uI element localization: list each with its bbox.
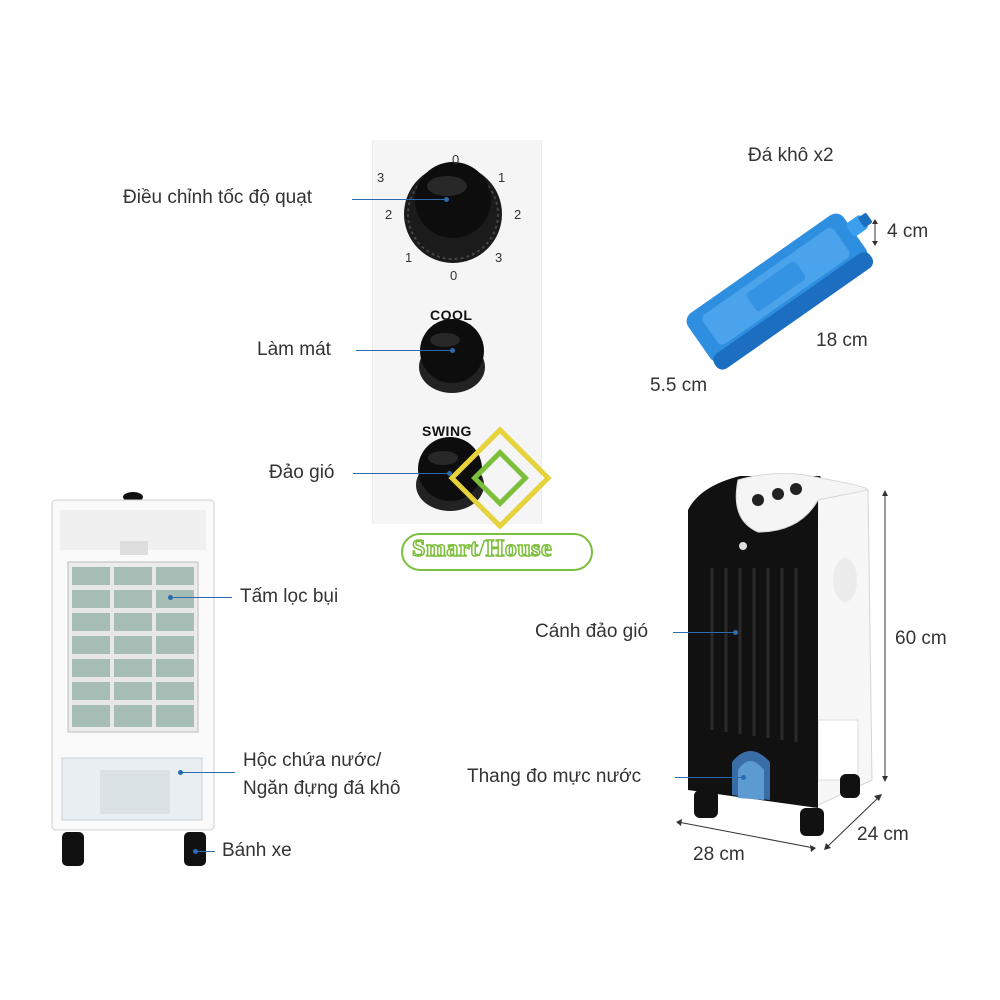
watermark-text-left: Smart: [411, 535, 479, 563]
cooling-line: [356, 350, 452, 351]
water-tank-label-1: Hộc chứa nước/: [243, 750, 382, 771]
water-tank-label-2: Ngăn đựng đá khô: [243, 778, 401, 799]
dial-number-left-1: 1: [405, 250, 413, 265]
water-gauge-label: Thang đo mực nước: [467, 766, 642, 787]
unit-height: 60 cm: [895, 628, 947, 649]
unit-width: 28 cm: [693, 844, 745, 865]
water-gauge-dot: [741, 775, 746, 780]
swing-knob[interactable]: [416, 437, 484, 511]
dial-number-right-2: 2: [514, 207, 522, 222]
dust-filter-line: [170, 597, 232, 598]
ice-pack-height: 4 cm: [887, 221, 929, 242]
swing-callout-label: Đảo gió: [269, 462, 335, 483]
ice-pack-length: 18 cm: [816, 330, 868, 351]
dial-number-top: 0: [452, 152, 460, 167]
water-tank-dot: [178, 770, 183, 775]
cooling-label: Làm mát: [257, 339, 331, 360]
swing-line: [353, 473, 449, 474]
cooling-dot: [450, 348, 455, 353]
dial-number-right-1: 1: [498, 170, 506, 185]
dust-filter-dot: [168, 595, 173, 600]
dial-number-bottom: 0: [450, 268, 458, 283]
unit-depth: 24 cm: [857, 824, 909, 845]
swing-label: SWING: [422, 423, 472, 439]
swing-dot: [447, 471, 452, 476]
fan-speed-dot: [444, 197, 449, 202]
fan-speed-line: [352, 199, 446, 200]
water-gauge-line: [675, 777, 743, 778]
watermark-text: Smart/House: [411, 535, 553, 563]
watermark-text-right: House: [485, 535, 553, 563]
ice-pack-width: 5.5 cm: [650, 375, 708, 396]
fan-speed-knob[interactable]: [404, 162, 502, 263]
swing-blades-dot: [733, 630, 738, 635]
swing-blades-label: Cánh đảo gió: [535, 621, 649, 642]
fan-speed-label: Điều chỉnh tốc độ quạt: [123, 187, 313, 208]
cool-label: COOL: [430, 307, 473, 323]
ice-pack-title: Đá khô x2: [748, 145, 834, 166]
water-tank-line: [180, 772, 235, 773]
dial-number-left-2: 2: [385, 207, 393, 222]
wheels-label: Bánh xe: [222, 840, 292, 861]
swing-blades-line: [673, 632, 735, 633]
dust-filter-label: Tấm lọc bụi: [240, 586, 339, 607]
wheels-line: [195, 851, 215, 852]
wheels-dot: [193, 849, 198, 854]
dial-number-right-3: 3: [495, 250, 503, 265]
dial-number-left-3: 3: [377, 170, 385, 185]
